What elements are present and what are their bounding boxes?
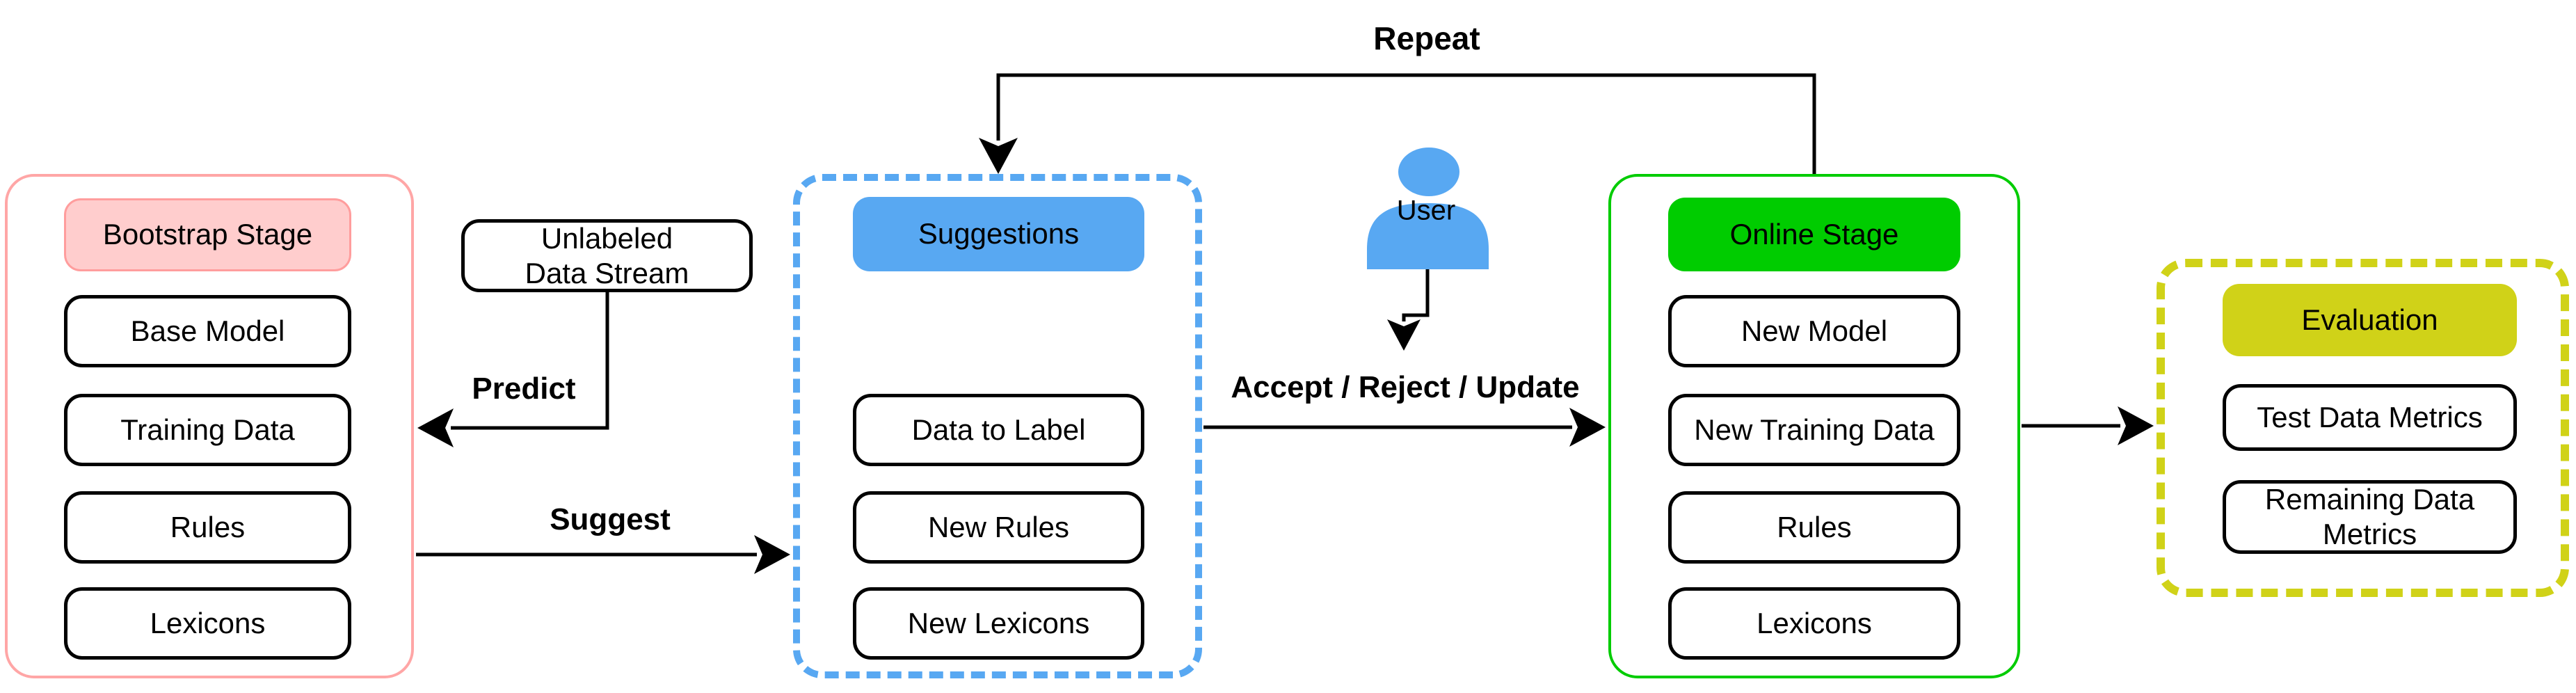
online-stage-title: Online Stage xyxy=(1729,217,1899,250)
online-stage-header: Online Stage xyxy=(1668,198,1960,271)
node-label: Training Data xyxy=(120,413,295,447)
node-new-training-data: New Training Data xyxy=(1668,394,1960,466)
evaluation-arrow xyxy=(2022,406,2154,445)
node-label: Lexicons xyxy=(1757,607,1872,640)
accept-arrow xyxy=(1203,408,1606,447)
suggest-arrow xyxy=(416,535,790,574)
node-base-model: Base Model xyxy=(64,295,351,367)
repeat-arrow xyxy=(979,73,1816,174)
node-lexicons-bootstrap: Lexicons xyxy=(64,587,351,660)
node-label: Test Data Metrics xyxy=(2257,401,2483,434)
node-label: Remaining Data Metrics xyxy=(2264,483,2475,550)
predict-label: Predict xyxy=(472,372,576,406)
predict-arrow xyxy=(417,292,609,447)
evaluation-header: Evaluation xyxy=(2223,284,2517,356)
node-label: Data to Label xyxy=(911,413,1086,447)
node-new-lexicons: New Lexicons xyxy=(853,587,1144,660)
node-new-rules: New Rules xyxy=(853,491,1144,564)
node-label: New Model xyxy=(1741,314,1888,348)
node-remaining-data-metrics: Remaining Data Metrics xyxy=(2223,480,2517,554)
suggestions-header: Suggestions xyxy=(853,197,1144,271)
evaluation-title: Evaluation xyxy=(2301,303,2438,336)
node-rules-online: Rules xyxy=(1668,491,1960,564)
user-arrow xyxy=(1387,269,1430,351)
suggest-label: Suggest xyxy=(550,502,671,536)
node-label: New Training Data xyxy=(1694,413,1935,447)
node-label-line2: Data Stream xyxy=(525,256,689,289)
user-label: User xyxy=(1396,195,1456,226)
node-label: Lexicons xyxy=(150,607,266,640)
accept-reject-update-label: Accept / Reject / Update xyxy=(1231,370,1580,404)
bootstrap-stage-header: Bootstrap Stage xyxy=(64,198,351,271)
node-new-model: New Model xyxy=(1668,295,1960,367)
bootstrap-stage-title: Bootstrap Stage xyxy=(102,218,313,251)
node-label: New Lexicons xyxy=(907,607,1090,640)
suggestions-title: Suggestions xyxy=(918,217,1080,250)
node-label: Rules xyxy=(1777,511,1852,544)
node-unlabeled-data-stream: Unlabeled Data Stream xyxy=(461,219,753,292)
node-data-to-label: Data to Label xyxy=(853,394,1144,466)
node-lexicons-online: Lexicons xyxy=(1668,587,1960,660)
node-test-data-metrics: Test Data Metrics xyxy=(2223,384,2517,451)
node-label: Base Model xyxy=(130,314,285,348)
node-label: Rules xyxy=(170,511,246,544)
node-training-data: Training Data xyxy=(64,394,351,466)
node-label: New Rules xyxy=(927,511,1070,544)
repeat-label: Repeat xyxy=(1373,20,1480,56)
node-rules-bootstrap: Rules xyxy=(64,491,351,564)
node-label-line1: Unlabeled xyxy=(541,221,673,255)
